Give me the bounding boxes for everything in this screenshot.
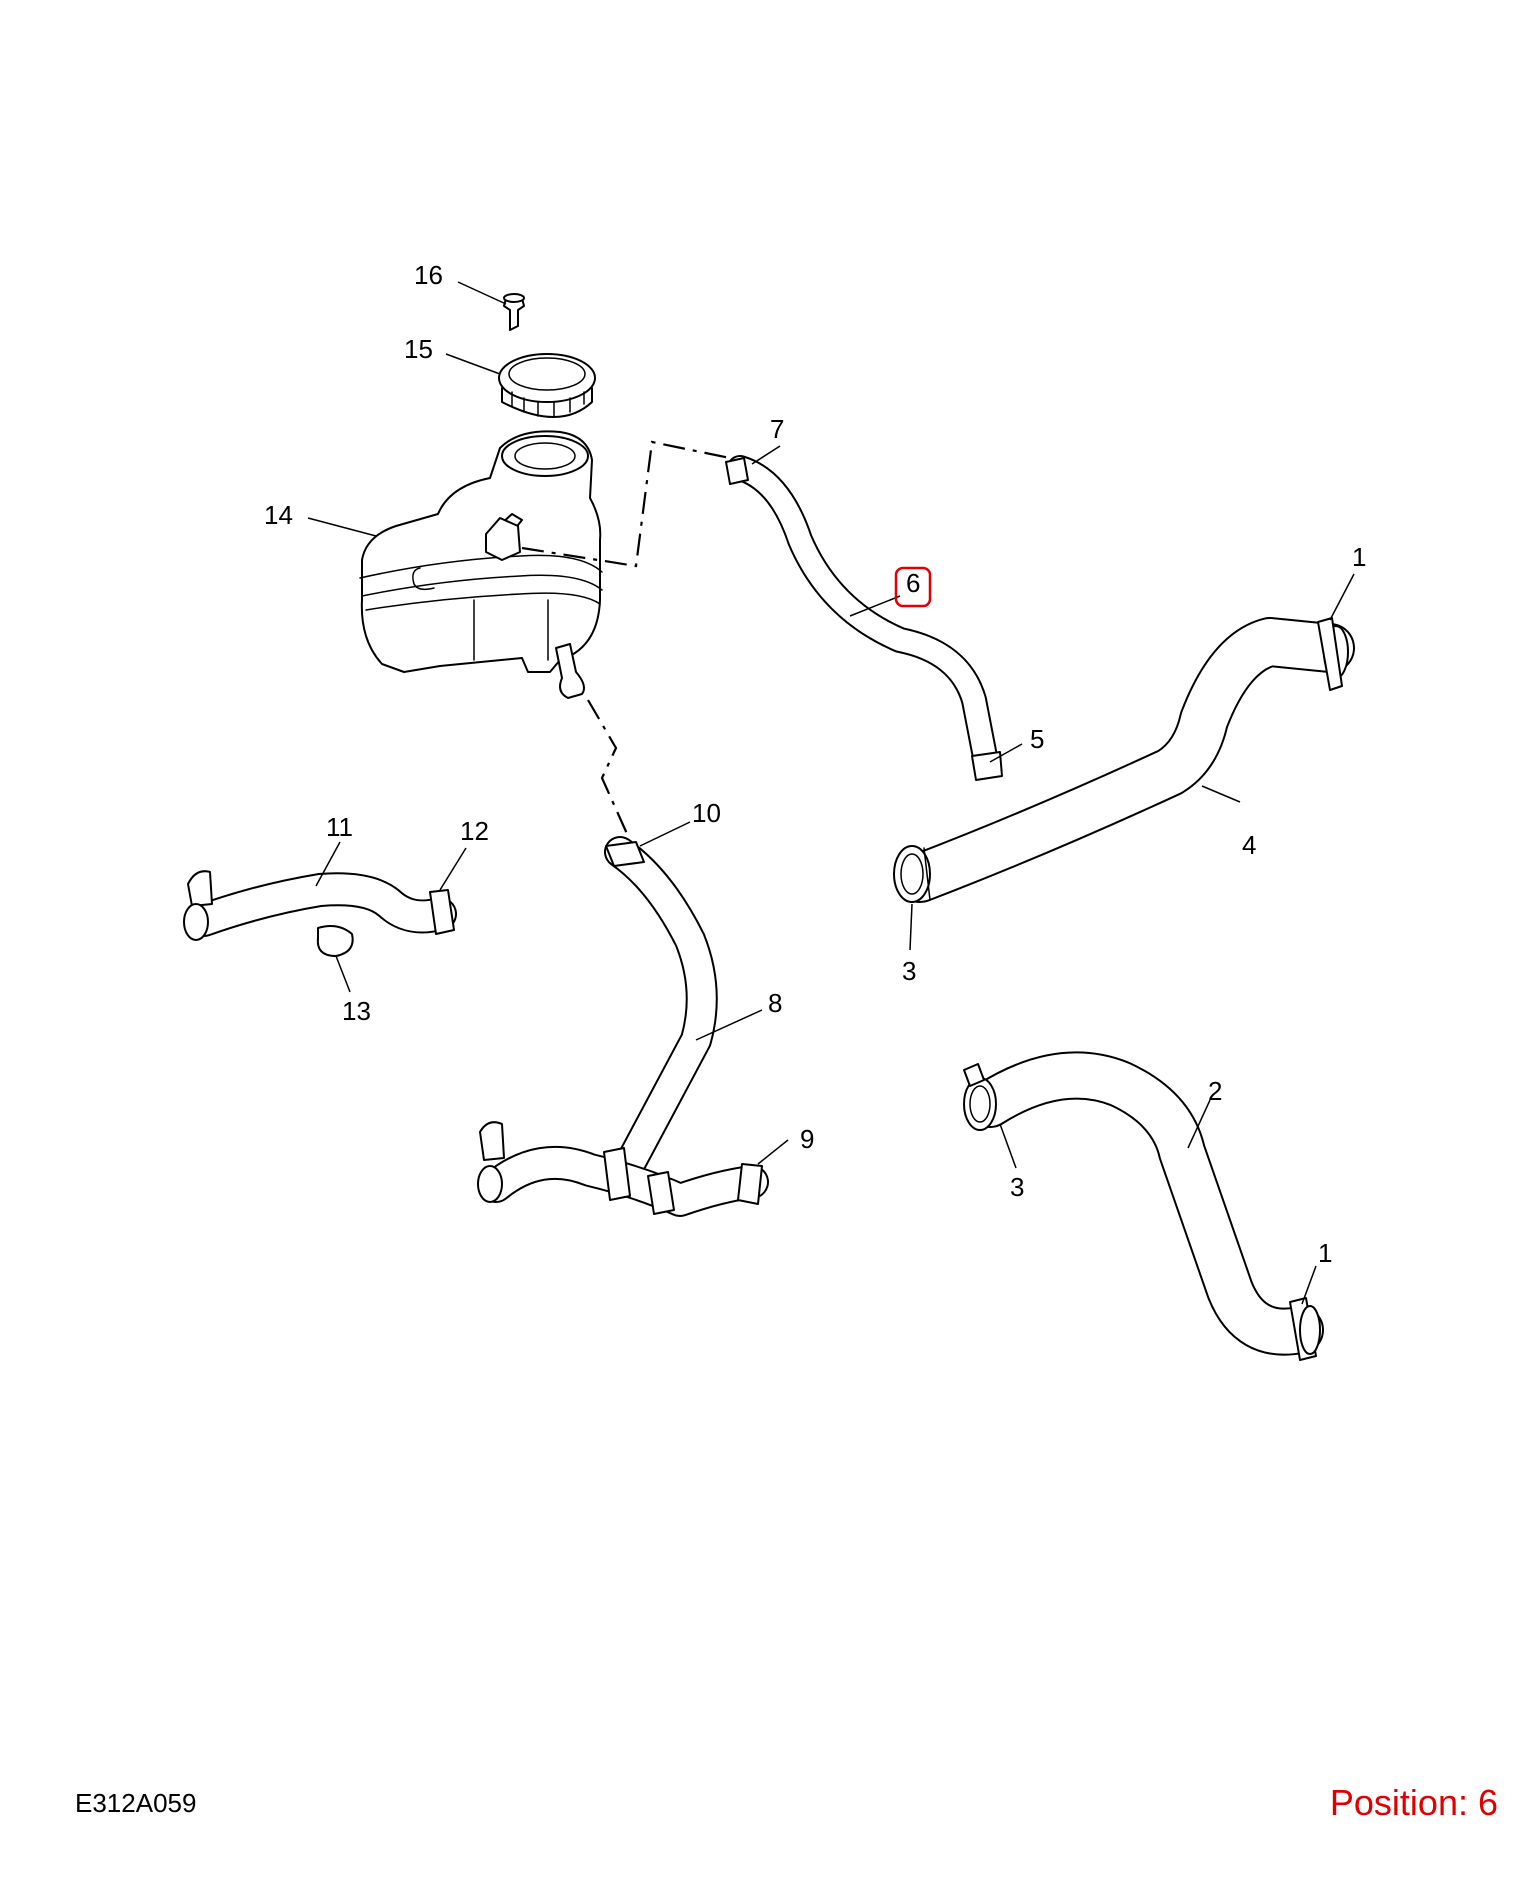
callout-1-upper: 1 <box>1352 542 1366 572</box>
callout-9: 9 <box>800 1124 814 1154</box>
leader-lines <box>307 281 1355 1305</box>
callout-13: 13 <box>342 996 371 1026</box>
callout-6: 6 <box>906 568 920 598</box>
position-label: Position: 6 <box>1329 1782 1498 1823</box>
part-11-hose <box>183 870 457 957</box>
callout-7: 7 <box>770 414 784 444</box>
callout-8: 8 <box>768 988 782 1018</box>
callout-10: 10 <box>692 798 721 828</box>
callout-6-highlight <box>894 566 932 608</box>
part-6-hose <box>725 455 1003 781</box>
callout-16: 16 <box>414 260 443 290</box>
callout-2: 2 <box>1208 1076 1222 1106</box>
callout-4: 4 <box>1242 830 1256 860</box>
drawing-code: E312A059 <box>75 1788 197 1818</box>
part-8-hose <box>477 836 769 1217</box>
callout-5: 5 <box>1030 724 1044 754</box>
callout-12: 12 <box>460 816 489 846</box>
callout-14: 14 <box>264 500 293 530</box>
part-4-hose <box>893 617 1355 903</box>
callout-1-lower: 1 <box>1318 1238 1332 1268</box>
callout-3-upper: 3 <box>902 956 916 986</box>
dash-route-reservoir-to-hose-10 <box>587 699 630 837</box>
callout-15: 15 <box>404 334 433 364</box>
callout-11: 11 <box>326 812 353 842</box>
callouts: 16 15 14 7 6 5 1 4 3 10 8 9 2 3 1 11 12 … <box>264 260 1366 1268</box>
part-15-cap <box>498 353 596 418</box>
part-2-hose <box>963 1051 1324 1361</box>
part-14-reservoir <box>359 430 603 699</box>
part-16-bolt <box>503 293 525 331</box>
dash-route-reservoir-to-hose-7 <box>521 440 731 568</box>
callout-3-lower: 3 <box>1010 1172 1024 1202</box>
